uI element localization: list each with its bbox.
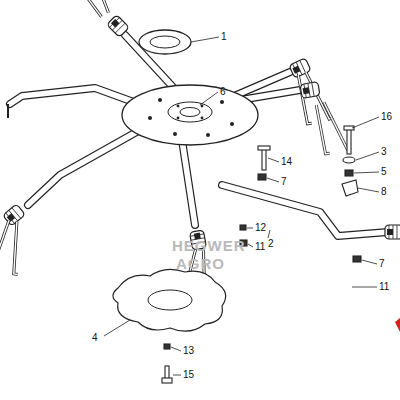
callout-number: 13 (183, 345, 194, 357)
callout-number: 11 (379, 281, 389, 293)
watermark-text: AGRO (176, 256, 225, 272)
callout-number: 12 (255, 222, 266, 234)
callout-number: 4 (92, 332, 98, 344)
callout-number: 16 (381, 111, 392, 123)
watermark-text: HEGWER (172, 238, 246, 254)
callout-number: 1 (221, 31, 227, 43)
callout-number: 14 (281, 156, 292, 168)
callout-number: 3 (381, 146, 387, 158)
callout-number: 7 (281, 176, 287, 188)
callout-number: 2 (268, 238, 274, 250)
callout-number: 8 (381, 186, 387, 198)
callout-number: 6 (220, 86, 226, 98)
callout-number: 11 (255, 241, 265, 253)
callout-number: 5 (381, 166, 387, 178)
callout-number: 7 (379, 258, 385, 270)
callout-number: 15 (183, 369, 194, 381)
